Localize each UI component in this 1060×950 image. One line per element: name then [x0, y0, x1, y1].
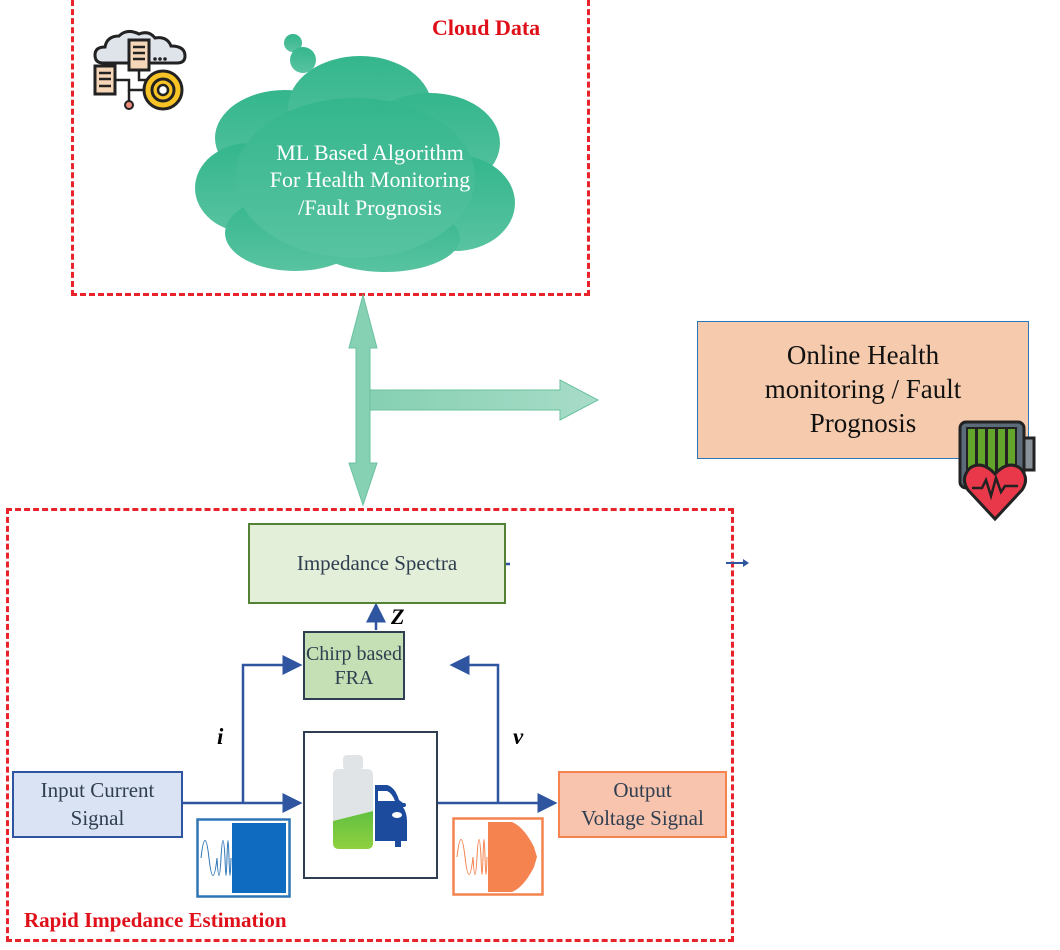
- input-line-1: Input Current: [40, 778, 155, 803]
- output-line-2: Voltage Signal: [581, 805, 704, 830]
- health-text-line-1: Online Health: [786, 340, 940, 371]
- cloud-text-line-2: For Health Monitoring: [269, 167, 471, 193]
- ml-cloud-text: ML Based Algorithm For Health Monitoring…: [220, 125, 520, 235]
- cloud-data-gear-icon: [93, 29, 187, 111]
- battery-car-icon: [333, 755, 407, 849]
- cloud-data-region: [71, 0, 590, 296]
- chirp-voltage-plot-icon: [452, 817, 544, 896]
- health-text-line-3: Prognosis: [809, 407, 917, 438]
- stub-arrow: [726, 559, 749, 567]
- communication-arrows: [348, 293, 600, 507]
- fra-line-2: FRA: [334, 666, 374, 689]
- bidirectional-arrow: [348, 293, 378, 507]
- battery-heart-icon: [958, 420, 1036, 522]
- z-label: Z: [391, 604, 405, 629]
- impedance-spectra-box: Impedance Spectra: [248, 523, 506, 604]
- chirp-current-plot-icon: [196, 818, 291, 898]
- output-line-1: Output: [613, 778, 672, 803]
- cloud-text-line-1: ML Based Algorithm: [276, 139, 464, 165]
- rapid-impedance-label: Rapid Impedance Estimation: [24, 908, 287, 932]
- v-feedback-line: [449, 655, 500, 802]
- input-current-box: Input Current Signal: [12, 771, 183, 838]
- impedance-spectra-label: Impedance Spectra: [296, 551, 458, 576]
- output-voltage-box: Output Voltage Signal: [558, 771, 727, 838]
- i-label: i: [217, 724, 224, 749]
- health-text-line-2: monitoring / Fault: [764, 374, 962, 405]
- input-line-2: Signal: [70, 805, 125, 830]
- cloud-text-line-3: /Fault Prognosis: [298, 194, 442, 220]
- i-feedback-line: [241, 655, 303, 802]
- arrow-to-health-box: [369, 379, 600, 421]
- fra-line-1: Chirp based: [305, 642, 403, 665]
- v-label: v: [513, 724, 524, 749]
- chirp-fra-box: Chirp based FRA: [303, 631, 405, 700]
- ml-cloud-shape: [195, 34, 515, 272]
- cloud-data-label: Cloud Data: [432, 15, 541, 40]
- rapid-impedance-region: [6, 508, 734, 942]
